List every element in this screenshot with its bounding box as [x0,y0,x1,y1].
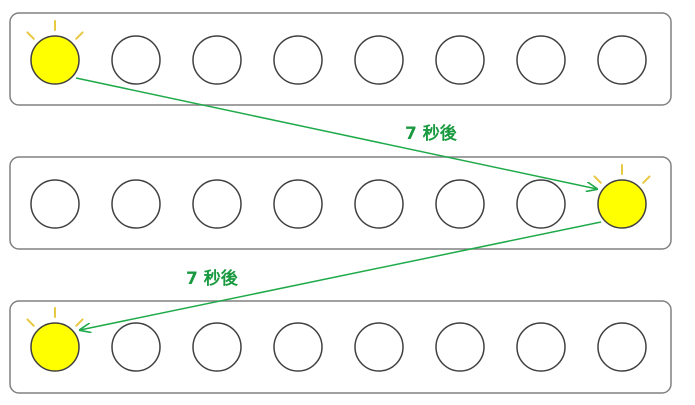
transition-arrow-2 [80,221,602,330]
unlit-lamp [30,179,80,229]
unlit-lamp [354,322,404,372]
unlit-lamp [516,322,566,372]
unlit-lamp [516,35,566,85]
light-rays-icon [26,307,84,327]
lit-lamp [30,322,80,372]
transition-label-2: 7 秒後 [186,268,239,289]
unlit-lamp [192,35,242,85]
lit-lamp [30,35,80,85]
unlit-lamp [597,322,647,372]
unlit-lamp [111,322,161,372]
row-panel-2 [9,156,672,250]
lamps-layer [26,20,651,372]
row-panel-3 [9,300,672,394]
unlit-lamp [435,35,485,85]
unlit-lamp [354,35,404,85]
light-rays-icon [26,20,84,40]
unlit-lamp [111,179,161,229]
unlit-lamp [273,322,323,372]
row-panel-1 [9,12,672,106]
light-rays-icon [593,164,651,184]
unlit-lamp [435,179,485,229]
unlit-lamp [435,322,485,372]
unlit-lamp [273,179,323,229]
unlit-lamp [273,35,323,85]
unlit-lamp [516,179,566,229]
unlit-lamp [192,322,242,372]
unlit-lamp [111,35,161,85]
unlit-lamp [597,35,647,85]
lit-lamp [597,179,647,229]
transition-label-1: 7 秒後 [405,123,458,144]
transition-arrow-1 [75,77,597,189]
unlit-lamp [354,179,404,229]
unlit-lamp [192,179,242,229]
